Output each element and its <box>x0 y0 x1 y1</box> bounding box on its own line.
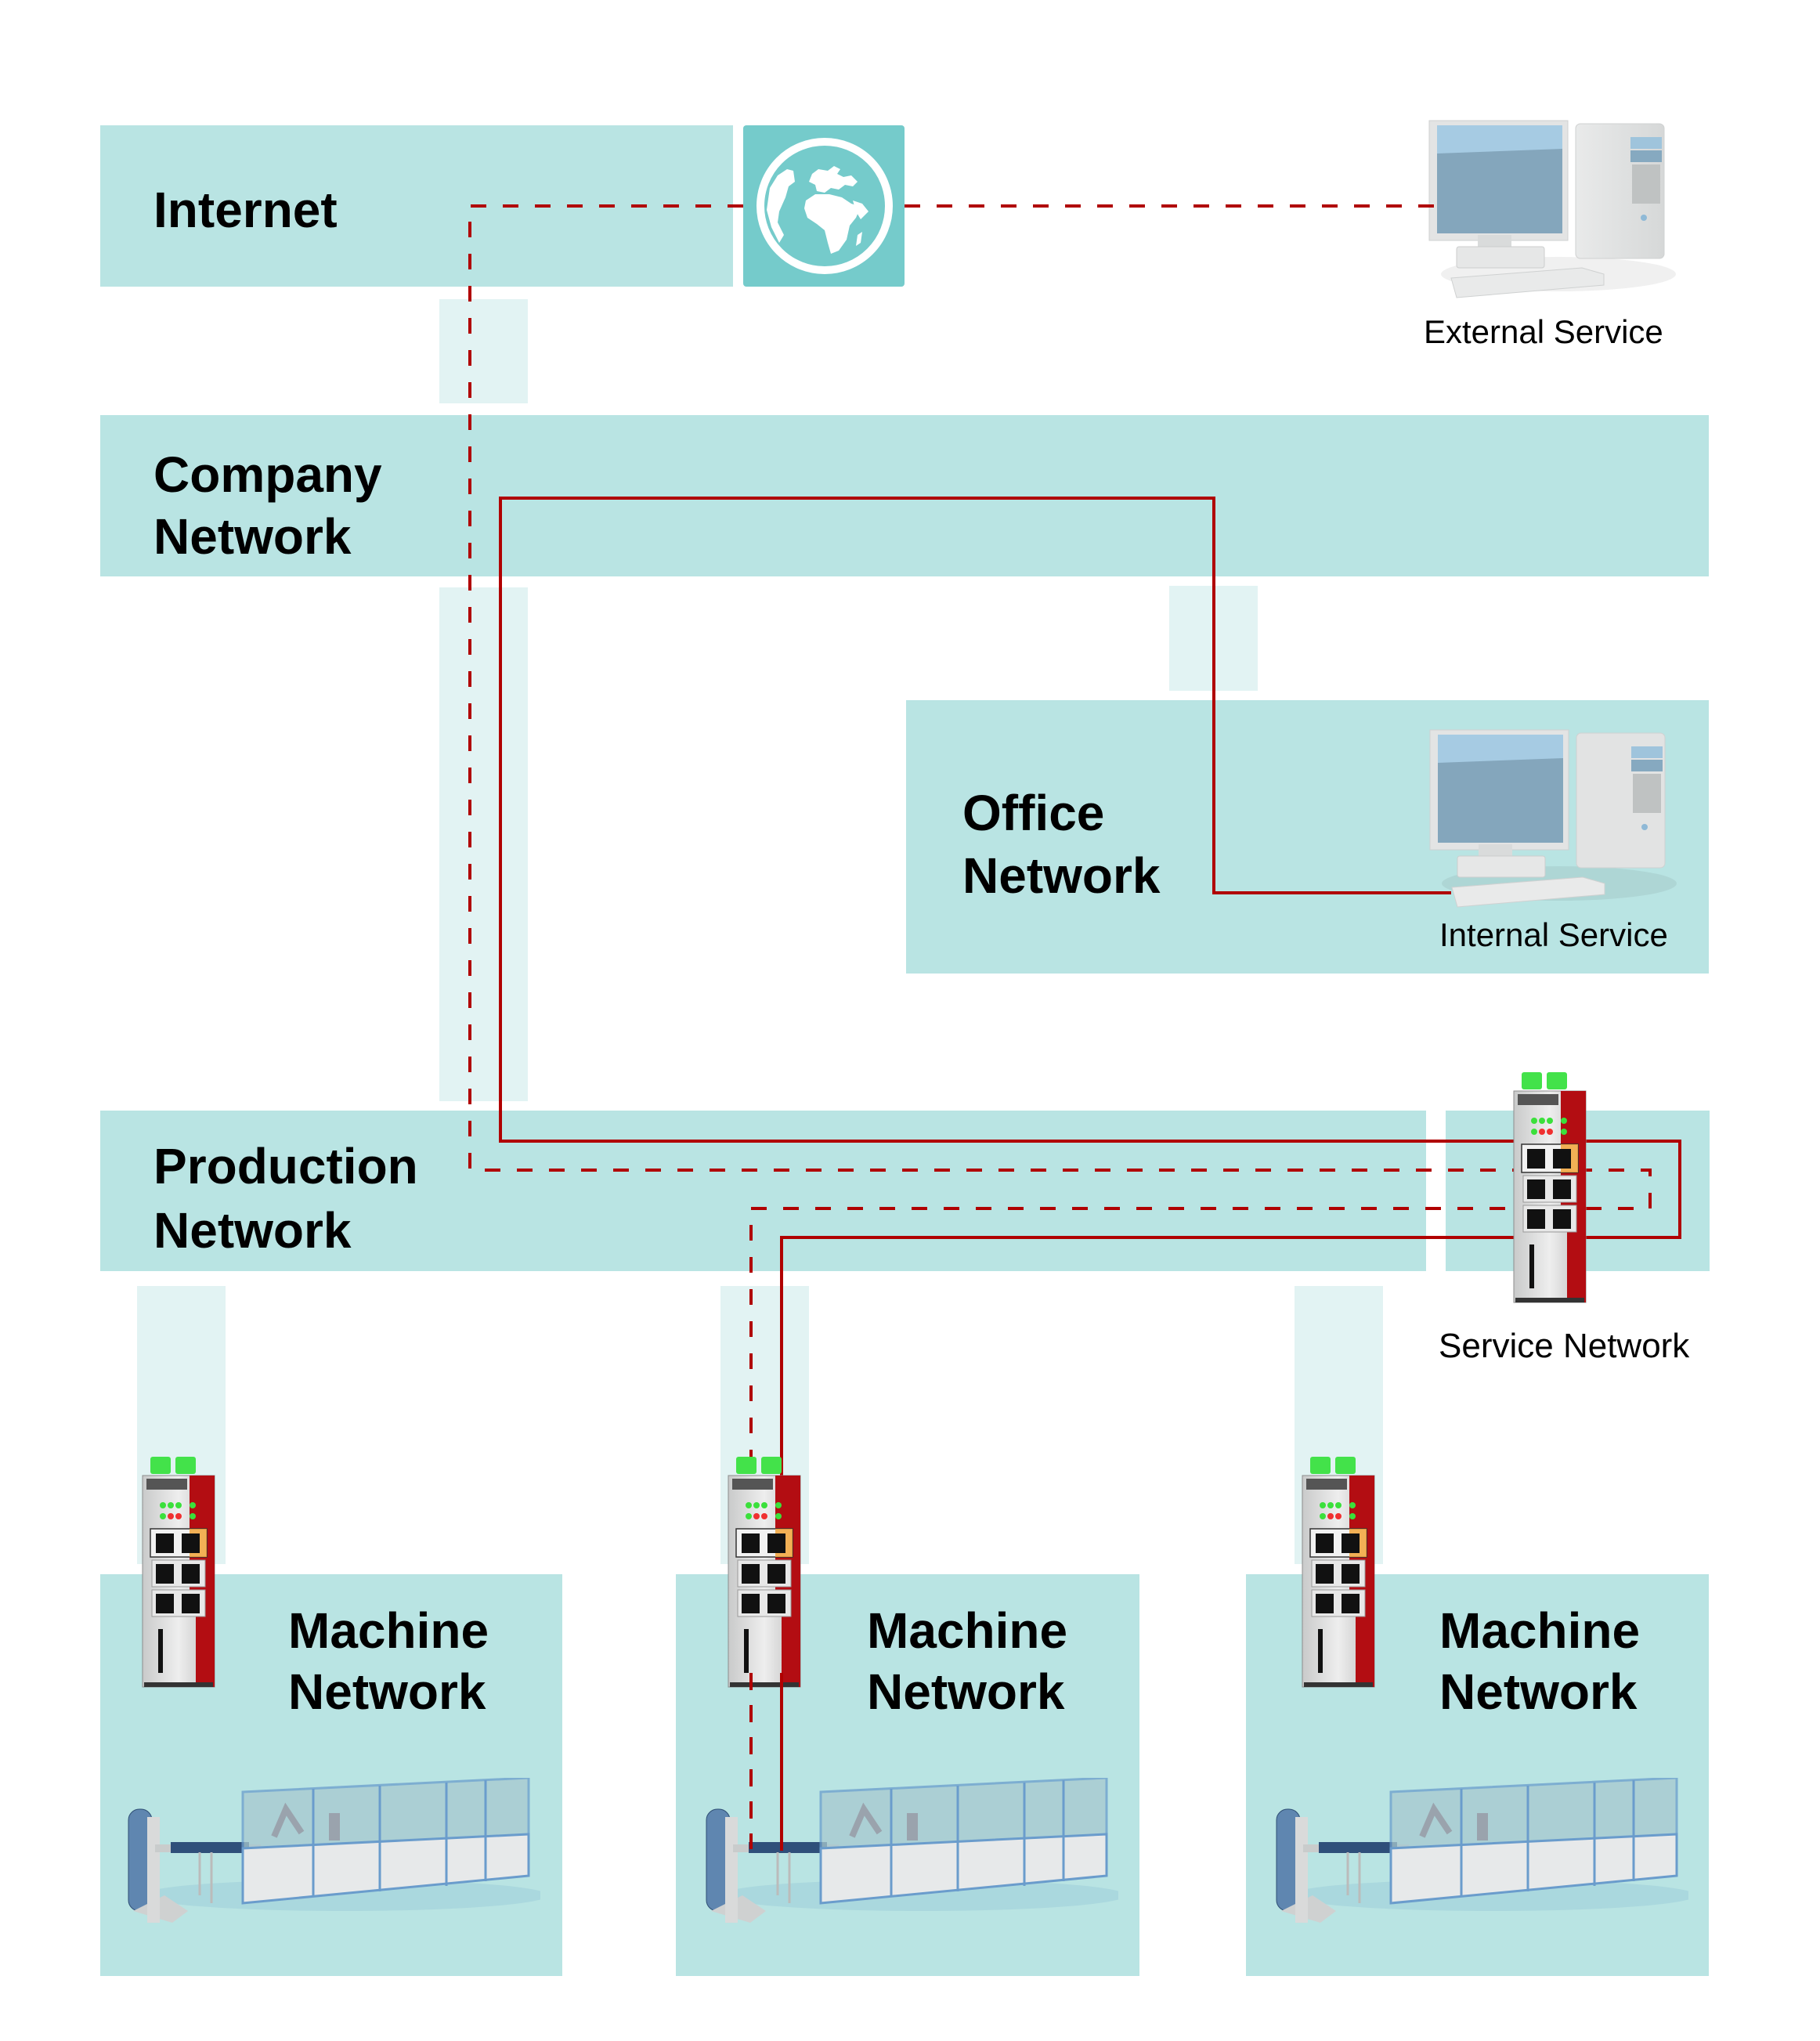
connector-internet-company <box>439 299 528 403</box>
office-network-label: Office Network <box>962 785 1161 904</box>
machine-network-label-3: Machine Network <box>1439 1602 1641 1720</box>
internet-label: Internet <box>153 182 338 238</box>
internal-service-label: Internal Service <box>1439 916 1668 953</box>
internet-globe-tile <box>743 125 905 287</box>
machine-1-production-line <box>117 1778 540 1927</box>
machine-network-label-1: Machine Network <box>288 1602 489 1720</box>
machine-network-label-2: Machine Network <box>867 1602 1068 1720</box>
machine-3-production-line <box>1266 1778 1688 1927</box>
connector-company-office <box>1169 586 1258 691</box>
external-service-computer-icon <box>1428 120 1676 298</box>
service-network-label: Service Network <box>1439 1327 1690 1365</box>
machine-3-mguard-device <box>1302 1457 1375 1688</box>
service-network-mguard-device <box>1513 1072 1587 1303</box>
external-service-label: External Service <box>1424 313 1663 350</box>
globe-icon <box>757 138 893 274</box>
internal-service-computer-icon <box>1429 729 1677 908</box>
machine-1-mguard-device <box>142 1457 215 1688</box>
connector-company-production <box>439 587 528 1101</box>
machine-2-mguard-device <box>728 1457 801 1688</box>
production-network-label: Production Network <box>153 1138 418 1259</box>
machine-2-production-line <box>695 1778 1118 1927</box>
company-network-label: Company Network <box>153 446 382 565</box>
